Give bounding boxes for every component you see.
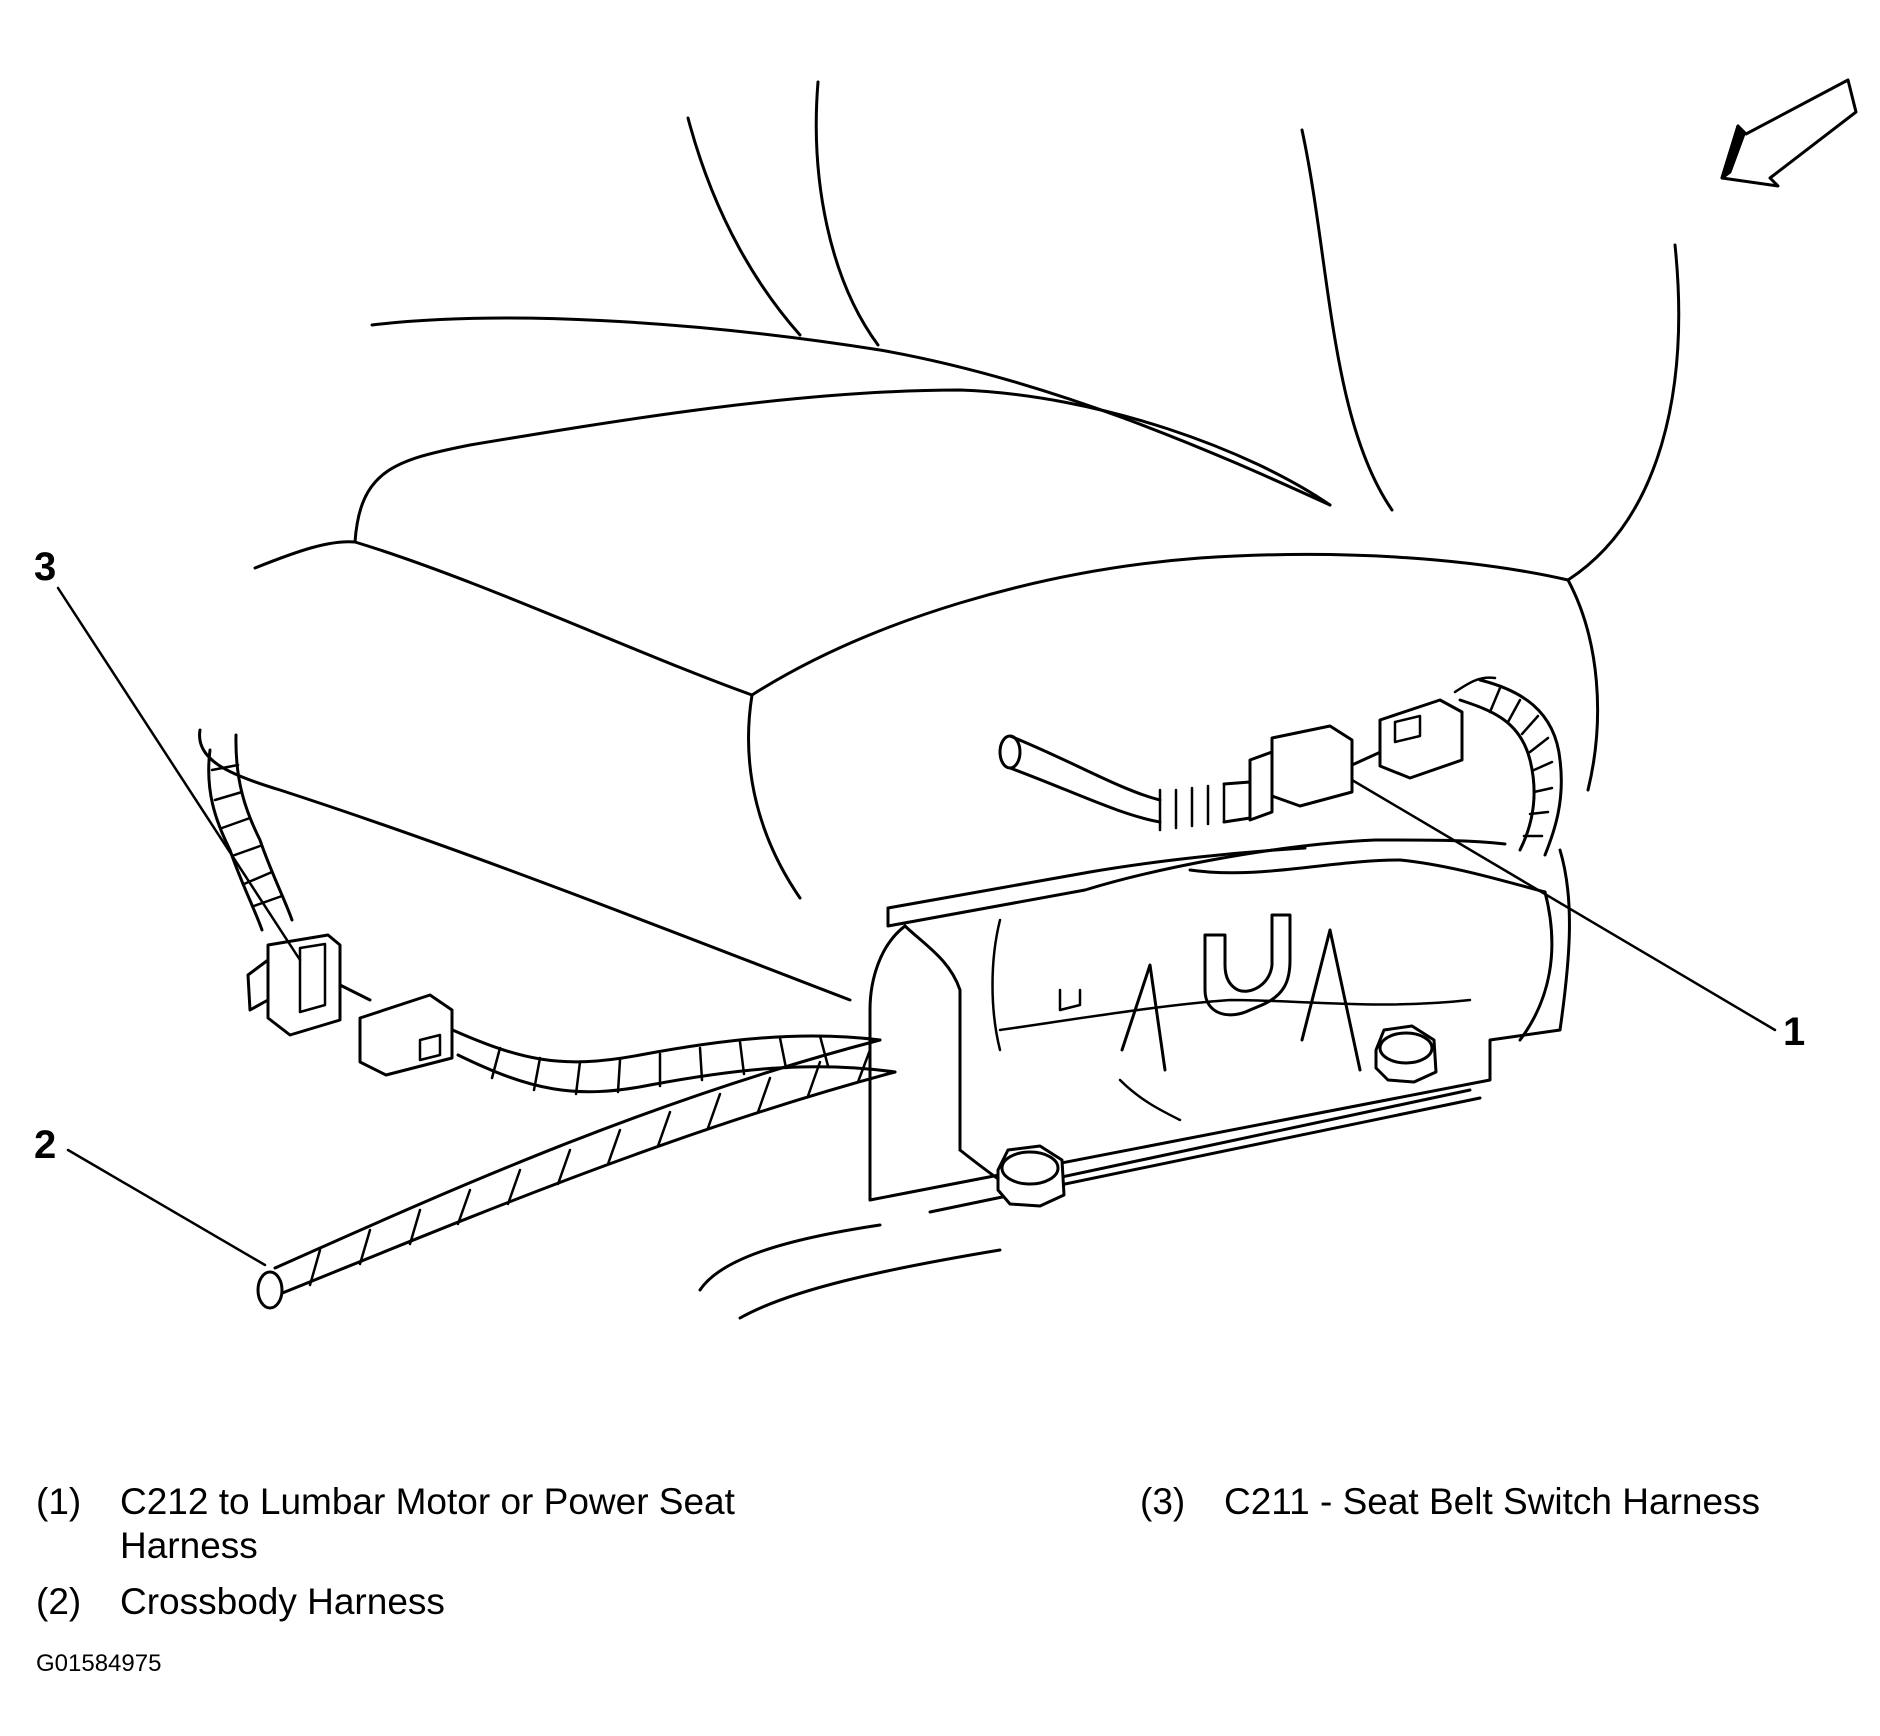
- leader-line-3: [56, 586, 302, 962]
- legend-item-2: (2) Crossbody Harness: [36, 1580, 736, 1624]
- legend-text: C211 - Seat Belt Switch Harness: [1224, 1481, 1761, 1522]
- seat-harness-diagram: 1 2 3: [34, 78, 1858, 1320]
- front-direction-arrow: [1720, 78, 1858, 188]
- legend-item-3: (3) C211 - Seat Belt Switch Harness: [1140, 1480, 1860, 1524]
- legend-number: (1): [36, 1481, 82, 1522]
- callout-2: 2: [34, 1123, 56, 1167]
- legend-text-line: Harness: [120, 1525, 258, 1566]
- lumbar-power-seat-harness: [998, 676, 1563, 857]
- legend-text: Crossbody Harness: [120, 1581, 445, 1622]
- seat-back-outline: [686, 80, 1681, 582]
- seat-cushion-outline: [198, 316, 1600, 1002]
- seat-frame-bracket: [698, 838, 1571, 1320]
- mounting-bolt: [996, 1144, 1066, 1208]
- legend-number: (3): [1140, 1481, 1186, 1522]
- legend-number: (2): [36, 1581, 82, 1622]
- legend-text: C212 to Lumbar Motor or Power Seat Harne…: [120, 1480, 735, 1568]
- callout-3: 3: [34, 545, 56, 589]
- figure-code: G01584975: [36, 1650, 162, 1677]
- legend-text-line: C212 to Lumbar Motor or Power Seat: [120, 1481, 735, 1522]
- leader-line-1: [1350, 778, 1777, 1032]
- seat-belt-switch-harness: [207, 733, 897, 1096]
- callout-1: 1: [1783, 1010, 1805, 1054]
- legend-item-1: (1) C212 to Lumbar Motor or Power Seat H…: [36, 1480, 836, 1570]
- mounting-bolt: [1374, 1024, 1438, 1084]
- connector-c212: [1248, 698, 1464, 822]
- connector-c211: [246, 933, 454, 1077]
- leader-line-2: [66, 1148, 267, 1267]
